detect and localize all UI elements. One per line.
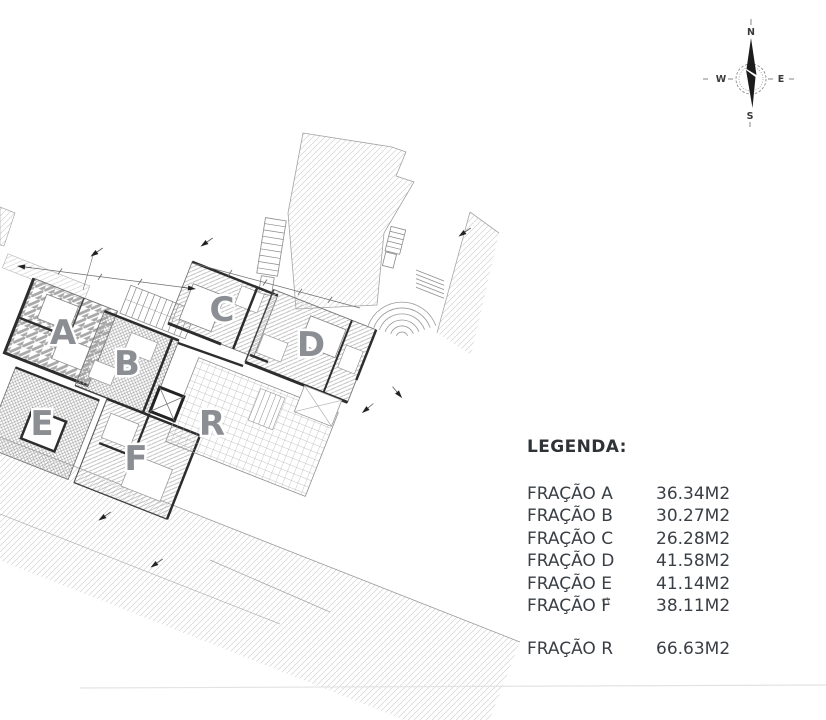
legend-row: FRAÇÃO C 26.28M2 xyxy=(527,529,787,551)
compass-south-label: S xyxy=(747,111,754,122)
legend-row: FRAÇÃO D 41.58M2 xyxy=(527,551,787,573)
fraction-f-block xyxy=(73,397,202,520)
unit-label-f: F xyxy=(124,439,147,479)
fraction-c-block xyxy=(167,260,279,358)
unit-label-a: A xyxy=(50,313,77,353)
terrace-cross xyxy=(293,385,343,427)
compass-west-label: W xyxy=(716,74,727,85)
fraction-area: 26.28M2 xyxy=(656,528,731,549)
fraction-d-block xyxy=(244,288,378,404)
exterior-step-stack xyxy=(415,269,445,299)
exterior-stair-tower-right xyxy=(381,225,407,269)
legend-row: FRAÇÃO R 66.63M2 xyxy=(527,639,787,661)
fraction-e-block xyxy=(0,366,100,481)
legend-rows: FRAÇÃO A 36.34M2 FRAÇÃO B 30.27M2 FRAÇÃO… xyxy=(527,484,787,662)
legend: LEGENDA: FRAÇÃO A 36.34M2 FRAÇÃO B 30.27… xyxy=(527,437,787,662)
dimension-arrows xyxy=(17,227,471,568)
terrain-right-wedge xyxy=(436,211,500,355)
compass-needle xyxy=(746,38,757,75)
fraction-area: 41.58M2 xyxy=(656,551,731,572)
unit-label-c: C xyxy=(210,290,235,330)
unit-letters: A B C D E F R xyxy=(28,288,328,482)
fraction-label: FRAÇÃO F xyxy=(527,595,611,616)
stair-shaft xyxy=(148,385,186,423)
compass-rose: N S W E xyxy=(703,19,794,127)
fraction-label: FRAÇÃO D xyxy=(527,551,615,572)
legend-row: FRAÇÃO F 38.11M2 xyxy=(527,596,787,618)
fraction-r-courtyard xyxy=(165,357,339,497)
fraction-area: 38.11M2 xyxy=(656,595,731,616)
legend-title: LEGENDA: xyxy=(527,437,627,457)
masonry-wall-segments xyxy=(177,341,269,368)
terrain-upper-yard xyxy=(287,132,415,310)
fraction-label: FRAÇÃO R xyxy=(527,639,614,660)
legend-row: FRAÇÃO B 30.27M2 xyxy=(527,506,787,528)
legend-row: FRAÇÃO A 36.34M2 xyxy=(527,484,787,506)
unit-label-e: E xyxy=(30,404,53,444)
fraction-label: FRAÇÃO A xyxy=(527,484,613,504)
fraction-label: FRAÇÃO E xyxy=(527,573,612,594)
fraction-b-block xyxy=(74,309,180,416)
fraction-area: 66.63M2 xyxy=(656,639,731,660)
smudge-mark xyxy=(601,596,610,607)
terrain-left-fragment xyxy=(0,206,16,247)
unit-label-b: B xyxy=(114,344,140,384)
fraction-label: FRAÇÃO C xyxy=(527,528,614,549)
unit-label-r: R xyxy=(199,404,225,444)
dimension-lines xyxy=(24,251,361,309)
fraction-area: 36.34M2 xyxy=(656,484,731,504)
compass-needle-lower xyxy=(746,70,756,108)
fraction-area: 41.14M2 xyxy=(656,573,731,594)
legend-row: FRAÇÃO E 41.14M2 xyxy=(527,574,787,596)
unit-label-d: D xyxy=(297,325,325,365)
fraction-area: 30.27M2 xyxy=(656,506,731,527)
fraction-label: FRAÇÃO B xyxy=(527,506,613,527)
compass-north-label: N xyxy=(747,27,755,38)
bottom-faint-rule xyxy=(79,684,826,689)
fan-steps-arcs xyxy=(367,301,437,337)
compass-east-label: E xyxy=(778,74,785,85)
